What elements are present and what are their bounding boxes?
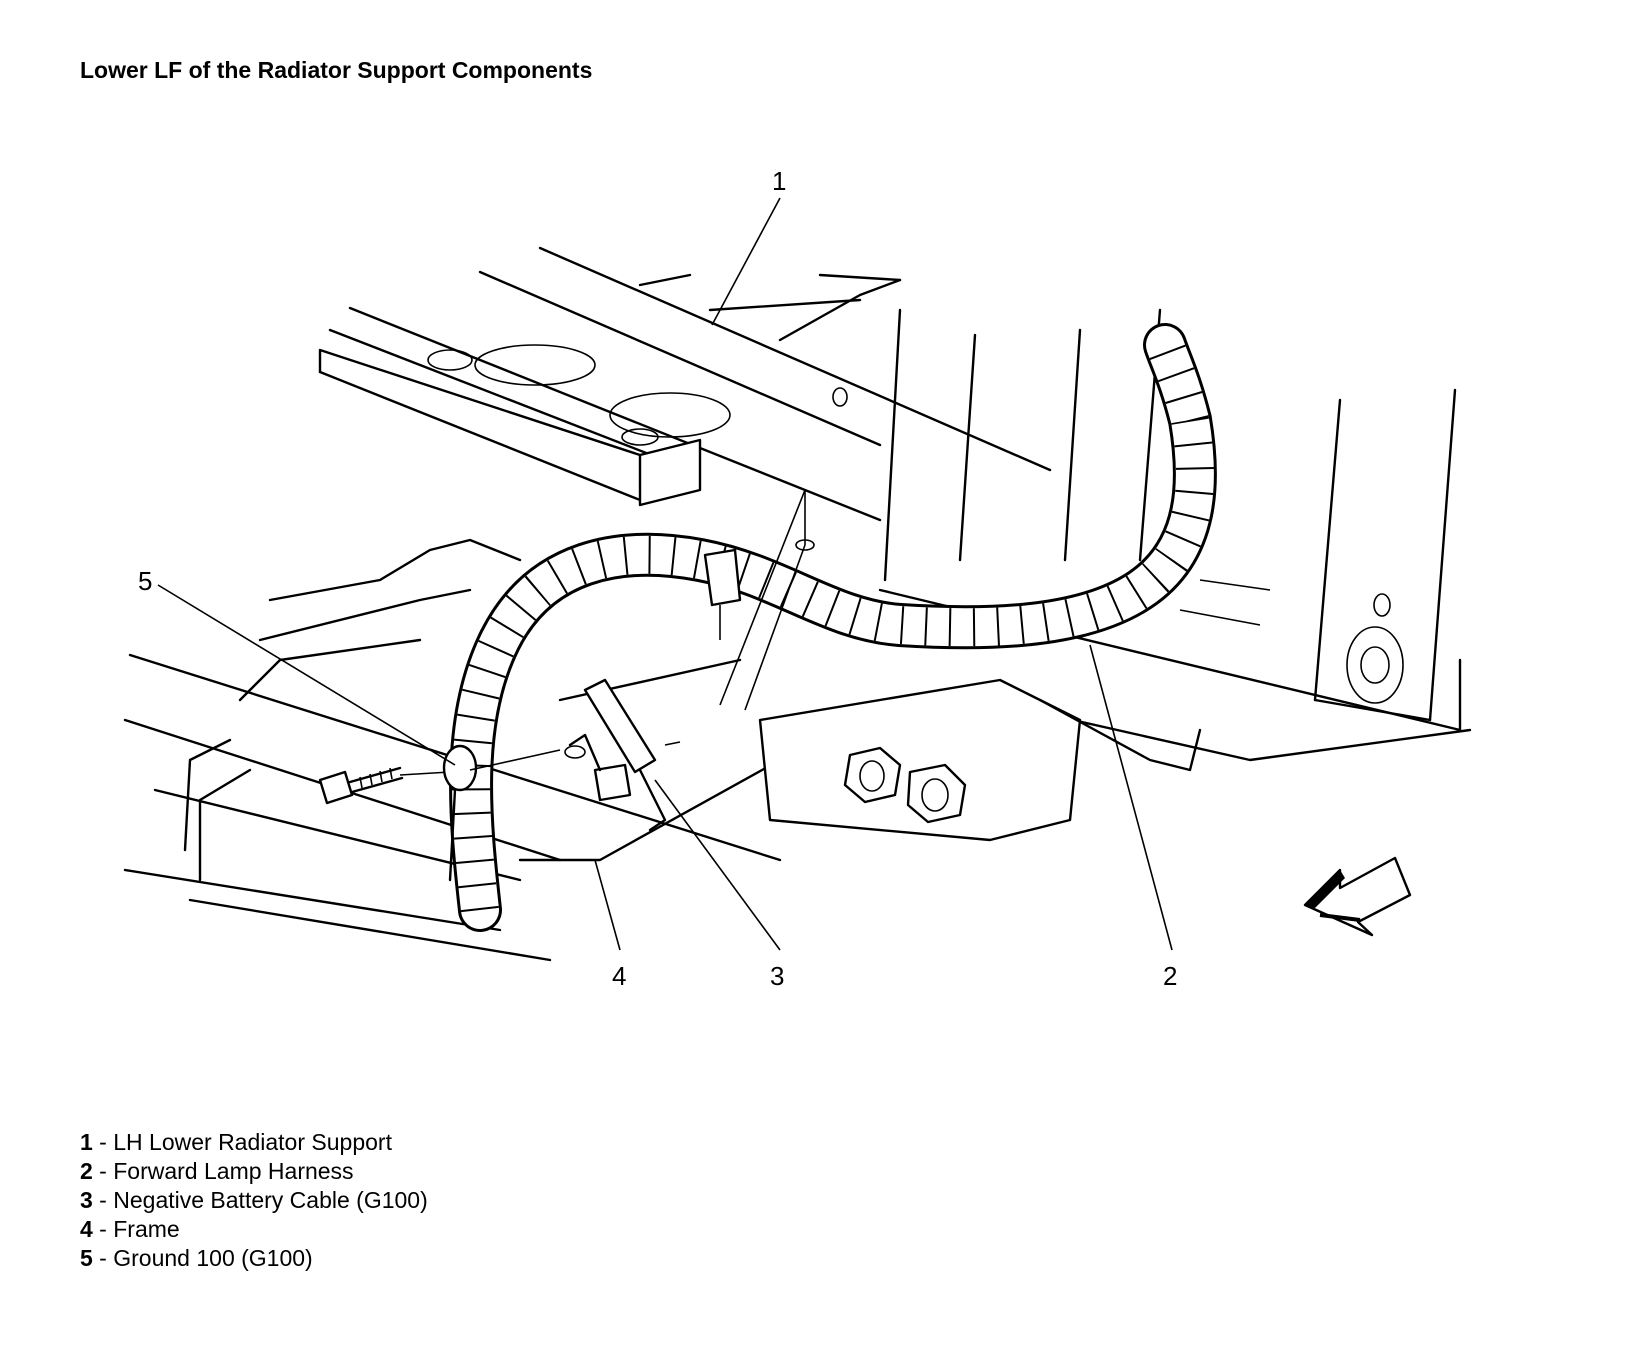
- legend-item: 4 - Frame: [80, 1216, 180, 1242]
- callout-1: 1: [772, 166, 786, 196]
- alignment-lines: [719, 489, 815, 711]
- callout-4: 4: [612, 961, 626, 991]
- diagram-title: Lower LF of the Radiator Support Compone…: [80, 57, 593, 83]
- callout-5: 5: [138, 566, 152, 596]
- negative-battery-cable: [564, 678, 667, 832]
- legend-item: 3 - Negative Battery Cable (G100): [80, 1187, 428, 1213]
- leader-lines: [157, 197, 1173, 951]
- direction-arrow-icon: [1303, 856, 1412, 937]
- callout-3: 3: [770, 961, 784, 991]
- ground-100-bolt: [318, 741, 681, 882]
- legend-item: 5 - Ground 100 (G100): [80, 1245, 313, 1271]
- callout-2: 2: [1163, 961, 1177, 991]
- legend: 1 - LH Lower Radiator Support 2 - Forwar…: [80, 1128, 428, 1273]
- legend-item: 1 - LH Lower Radiator Support: [80, 1129, 392, 1155]
- lh-lower-radiator-support: [318, 246, 1052, 522]
- legend-item: 2 - Forward Lamp Harness: [80, 1158, 354, 1184]
- frame-nuts: [843, 746, 967, 824]
- forward-lamp-harness: [449, 323, 1217, 932]
